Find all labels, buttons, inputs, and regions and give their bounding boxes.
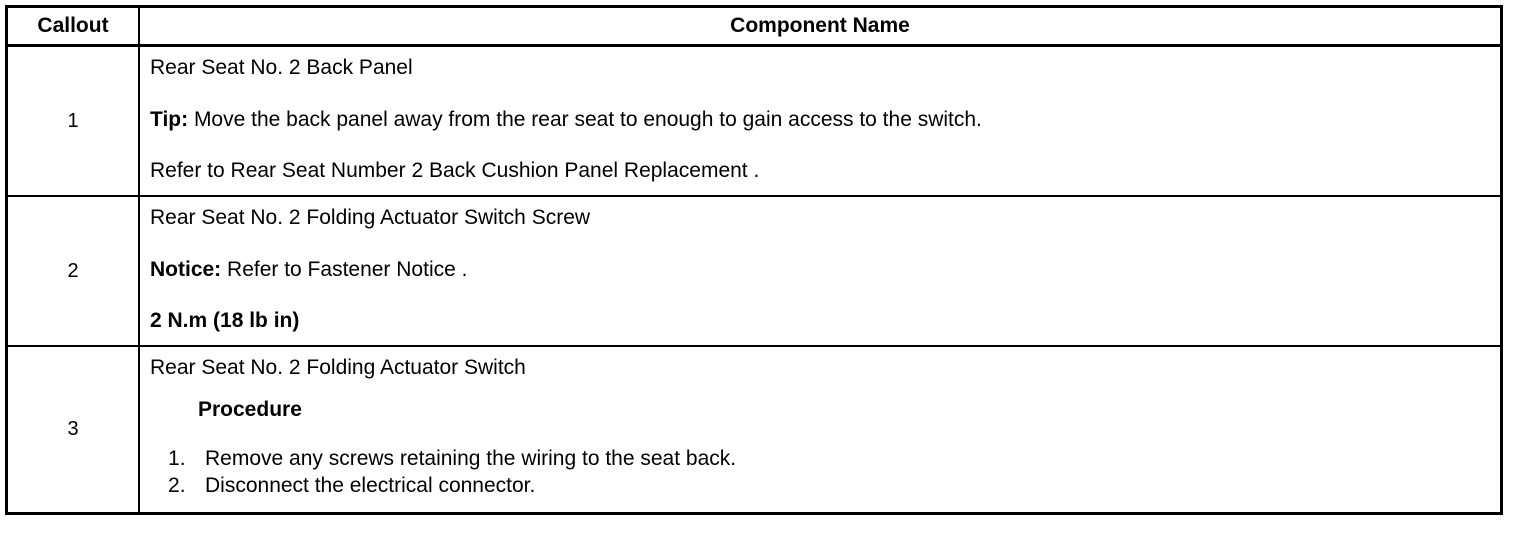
notice-text: Refer to Fastener Notice . [221,257,468,281]
torque-spec-2: 2 N.m (18 lb in) [150,309,300,333]
component-title-3: Rear Seat No. 2 Folding Actuator Switch [150,356,526,380]
callout-number-1: 1 [8,45,140,197]
component-table: Callout Component Name 1 Rear Seat No. 2… [8,8,1500,513]
list-item: Remove any screws retaining the wiring t… [168,446,737,473]
tip-text: Move the back panel away from the rear s… [188,107,982,131]
header-row: Callout Component Name [8,8,1500,48]
notice-line-2: Notice: Refer to Fastener Notice . [150,257,1492,282]
header-component-name: Component Name [139,8,1500,48]
callout-number-2: 2 [8,196,140,347]
component-description-1: Rear Seat No. 2 Back Panel Tip: Move the… [139,46,1500,197]
table-body: 1 Rear Seat No. 2 Back Panel Tip: Move t… [8,45,1500,513]
table-row: 3 Rear Seat No. 2 Folding Actuator Switc… [8,346,1500,513]
table-header: Callout Component Name [8,8,1500,48]
list-item: Disconnect the electrical connector. [168,473,536,500]
spacer [150,421,1492,446]
component-callout-table: Callout Component Name 1 Rear Seat No. 2… [5,5,1503,516]
spacer [150,380,1492,399]
callout-number-3: 3 [8,346,140,513]
procedure-heading: Procedure [198,397,302,421]
tip-label: Tip: [150,107,189,131]
component-description-3: Rear Seat No. 2 Folding Actuator Switch … [139,346,1500,512]
tip-line-1: Tip: Move the back panel away from the r… [150,107,1492,132]
component-title-2: Rear Seat No. 2 Folding Actuator Switch … [150,206,591,230]
procedure-step-list: Remove any screws retaining the wiring t… [150,446,1492,500]
table-row: 2 Rear Seat No. 2 Folding Actuator Switc… [8,196,1500,347]
header-callout: Callout [8,8,140,48]
notice-label: Notice: [150,257,222,281]
table-row: 1 Rear Seat No. 2 Back Panel Tip: Move t… [8,45,1500,197]
refer-line-1: Refer to Rear Seat Number 2 Back Cushion… [150,159,760,183]
component-description-2: Rear Seat No. 2 Folding Actuator Switch … [139,196,1500,346]
component-title-1: Rear Seat No. 2 Back Panel [150,56,413,80]
